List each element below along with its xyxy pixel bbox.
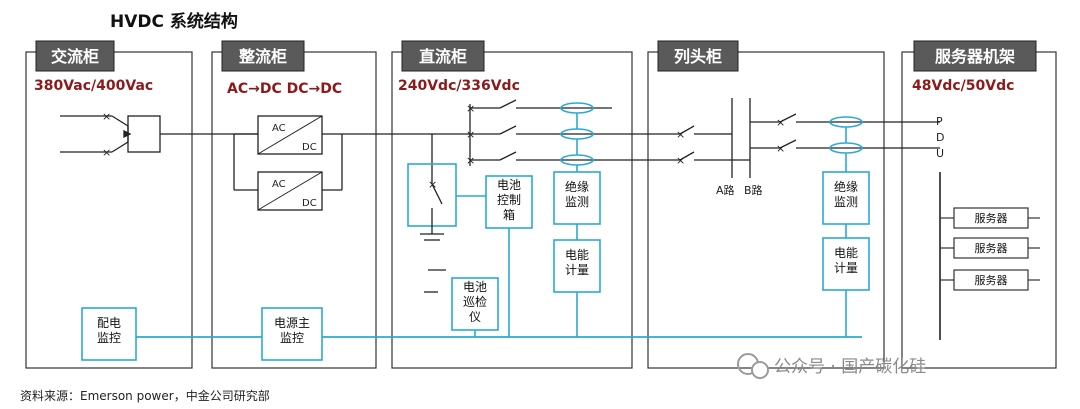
converter-2: AC DC (257, 171, 323, 211)
server-label: 服务器 (975, 212, 1008, 225)
cabinet-label-ac: 交流柜 (51, 47, 99, 66)
current-sensors-column (829, 116, 863, 337)
power-main-monitor-box (261, 307, 323, 361)
energy-meter-box-column (822, 237, 870, 291)
converter-out-label: DC (302, 198, 317, 209)
insulation-monitor-label-column: 绝缘监测 (834, 180, 859, 209)
pdu-letter-p: P (936, 115, 943, 128)
breaker-x-icon: × (776, 142, 785, 155)
breaker-x-icon: × (102, 110, 111, 123)
distribution-monitor-box (81, 307, 137, 361)
breaker-x-icon: × (428, 178, 437, 191)
breaker-x-icon: × (466, 102, 475, 115)
breaker-x-icon: × (676, 128, 685, 141)
insulation-monitor-label-wrap: 绝缘监测 (565, 180, 590, 209)
voltage-ac: 380Vac/400Vac (34, 78, 153, 94)
converter-in-label: AC (272, 179, 286, 190)
column-head-wiring (679, 98, 940, 178)
breaker-x-icon: × (466, 128, 475, 141)
breaker-x-icon: × (676, 154, 685, 167)
energy-meter-column-label-wrap: 电能计量 (834, 246, 859, 275)
pdu-letter-d: D (936, 131, 944, 144)
watermark-text: 公众号 · 国产碳化硅 (774, 357, 926, 377)
energy-meter-label-dc: 电能计量 (565, 248, 590, 277)
server-label: 服务器 (975, 274, 1008, 287)
battery-control-box-label-wrap: 电池控制箱 (497, 178, 522, 222)
ac-switchgear (60, 115, 161, 153)
server-label: 服务器 (975, 242, 1008, 255)
cabinet-header-ac (35, 40, 115, 72)
diagram-title: HVDC 系统结构 (110, 11, 238, 32)
battery-icon (424, 269, 446, 293)
cabinet-label-column-head: 列头柜 (674, 47, 722, 66)
cabinet-label-server-rack: 服务器机架 (935, 47, 1015, 66)
battery-inspector-label: 电池巡检仪 (463, 280, 488, 324)
voltage-server-rack: 48Vdc/50Vdc (912, 78, 1014, 94)
power-main-monitor-label-wrap: 电源主监控 (273, 316, 310, 345)
distribution-monitor-label: 配电监控 (96, 316, 121, 345)
current-sensors-dc (474, 102, 594, 337)
battery-switch (420, 168, 444, 241)
breaker-x-icon: × (102, 146, 111, 159)
voltage-rectifier: AC→DC DC→DC (227, 81, 342, 97)
power-main-monitor-label: 电源主监控 (273, 316, 310, 345)
insulation-monitor-box-column (822, 171, 870, 225)
energy-meter-label-column: 电能计量 (834, 246, 859, 275)
converter-out-label: DC (302, 142, 317, 153)
cabinet-header-dc (401, 40, 485, 72)
breaker-x-icon: × (776, 116, 785, 129)
source-note: 资料来源：Emerson power，中金公司研究部 (20, 388, 270, 403)
path-a-label: A路 (716, 184, 735, 197)
energy-meter-label-wrap: 电能计量 (565, 248, 590, 277)
voltage-dc: 240Vdc/336Vdc (398, 78, 520, 94)
battery-inspector-label-wrap: 电池巡检仪 (463, 280, 488, 324)
insulation-monitor-label-dc: 绝缘监测 (565, 180, 590, 209)
cabinet-dc-frame (391, 51, 633, 369)
cabinet-header-column-head (657, 40, 739, 72)
cabinet-label-rectifier: 整流柜 (238, 47, 287, 66)
converter-in-label: AC (272, 123, 286, 134)
cabinet-label-dc: 直流柜 (419, 47, 467, 66)
pdu-letter-u: U (936, 147, 944, 160)
wechat-watermark: 公众号 · 国产碳化硅 (737, 353, 926, 379)
path-b-label: B路 (744, 184, 763, 197)
battery-control-box-label: 电池控制箱 (497, 178, 522, 222)
dc-busbar (431, 99, 680, 168)
breaker-x-icon: × (466, 154, 475, 167)
distribution-monitor-label-wrap: 配电监控 (96, 316, 121, 345)
insulation-monitor-column-label-wrap: 绝缘监测 (834, 180, 859, 209)
cabinet-header-server-rack (913, 40, 1037, 72)
cabinet-header-rectifier (221, 40, 305, 72)
rectifier-wiring (233, 133, 470, 191)
converter-1: AC DC (257, 115, 323, 155)
